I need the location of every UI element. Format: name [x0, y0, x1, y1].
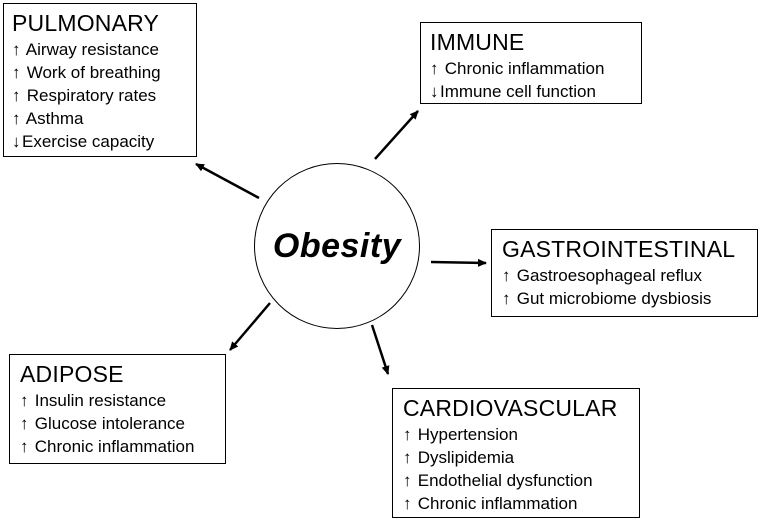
- effect-item: ↑ Endothelial dysfunction: [403, 471, 593, 490]
- effect-item: ↑ Gastroesophageal reflux: [502, 266, 702, 285]
- arrow-to-adipose: [229, 302, 271, 351]
- up-arrow-icon: ↑: [403, 448, 412, 467]
- down-arrow-icon: ↓: [12, 132, 21, 151]
- effect-item: ↑ Chronic inflammation: [403, 494, 578, 513]
- immune-box: IMMUNE ↑ Chronic inflammation ↓Immune ce…: [420, 22, 642, 104]
- obesity-circle: Obesity: [254, 163, 420, 329]
- up-arrow-icon: ↑: [430, 59, 439, 78]
- up-arrow-icon: ↑: [403, 494, 412, 513]
- immune-title: IMMUNE: [430, 29, 525, 55]
- arrow-to-cardiovascular: [370, 324, 390, 375]
- gastrointestinal-title: GASTROINTESTINAL: [502, 236, 736, 262]
- adipose-effects: ↑ Insulin resistance ↑ Glucose intoleran…: [20, 389, 215, 458]
- gastrointestinal-effects: ↑ Gastroesophageal reflux ↑ Gut microbio…: [502, 264, 747, 310]
- up-arrow-icon: ↑: [20, 391, 29, 410]
- effect-item: ↑ Chronic inflammation: [20, 437, 195, 456]
- adipose-title: ADIPOSE: [20, 361, 124, 387]
- up-arrow-icon: ↑: [20, 414, 29, 433]
- effect-item: ↑ Dyslipidemia: [403, 448, 515, 467]
- effect-item: ↑ Work of breathing: [12, 63, 161, 82]
- cardiovascular-effects: ↑ Hypertension ↑ Dyslipidemia ↑ Endothel…: [403, 423, 629, 515]
- up-arrow-icon: ↑: [403, 425, 412, 444]
- up-arrow-icon: ↑: [12, 109, 21, 128]
- up-arrow-icon: ↑: [502, 289, 511, 308]
- up-arrow-icon: ↑: [12, 63, 21, 82]
- pulmonary-effects: ↑ Airway resistance ↑ Work of breathing …: [12, 38, 188, 153]
- arrow-to-immune: [374, 110, 419, 160]
- effect-item: ↑ Airway resistance: [12, 40, 160, 59]
- up-arrow-icon: ↑: [403, 471, 412, 490]
- effect-item: ↑ Asthma: [12, 109, 84, 128]
- obesity-label: Obesity: [272, 226, 402, 265]
- up-arrow-icon: ↑: [12, 86, 21, 105]
- down-arrow-icon: ↓: [430, 82, 439, 101]
- cardiovascular-box: CARDIOVASCULAR ↑ Hypertension ↑ Dyslipid…: [392, 388, 640, 518]
- up-arrow-icon: ↑: [502, 266, 511, 285]
- up-arrow-icon: ↑: [20, 437, 29, 456]
- pulmonary-title: PULMONARY: [12, 10, 160, 36]
- effect-item: ↑ Insulin resistance: [20, 391, 167, 410]
- effect-item: ↑ Glucose intolerance: [20, 414, 185, 433]
- arrow-to-gastrointestinal: [430, 258, 487, 267]
- effect-item: ↑ Hypertension: [403, 425, 518, 444]
- arrow-to-pulmonary: [195, 162, 260, 200]
- immune-effects: ↑ Chronic inflammation ↓Immune cell func…: [430, 57, 632, 103]
- up-arrow-icon: ↑: [12, 40, 21, 59]
- cardiovascular-title: CARDIOVASCULAR: [403, 395, 618, 421]
- effect-item: ↑ Respiratory rates: [12, 86, 157, 105]
- gastrointestinal-box: GASTROINTESTINAL ↑ Gastroesophageal refl…: [491, 229, 758, 317]
- effect-item: ↓Exercise capacity: [12, 132, 155, 151]
- effect-item: ↑ Gut microbiome dysbiosis: [502, 289, 712, 308]
- effect-item: ↑ Chronic inflammation: [430, 59, 605, 78]
- effect-item: ↓Immune cell function: [430, 82, 596, 101]
- adipose-box: ADIPOSE ↑ Insulin resistance ↑ Glucose i…: [9, 354, 226, 464]
- pulmonary-box: PULMONARY ↑ Airway resistance ↑ Work of …: [3, 3, 197, 157]
